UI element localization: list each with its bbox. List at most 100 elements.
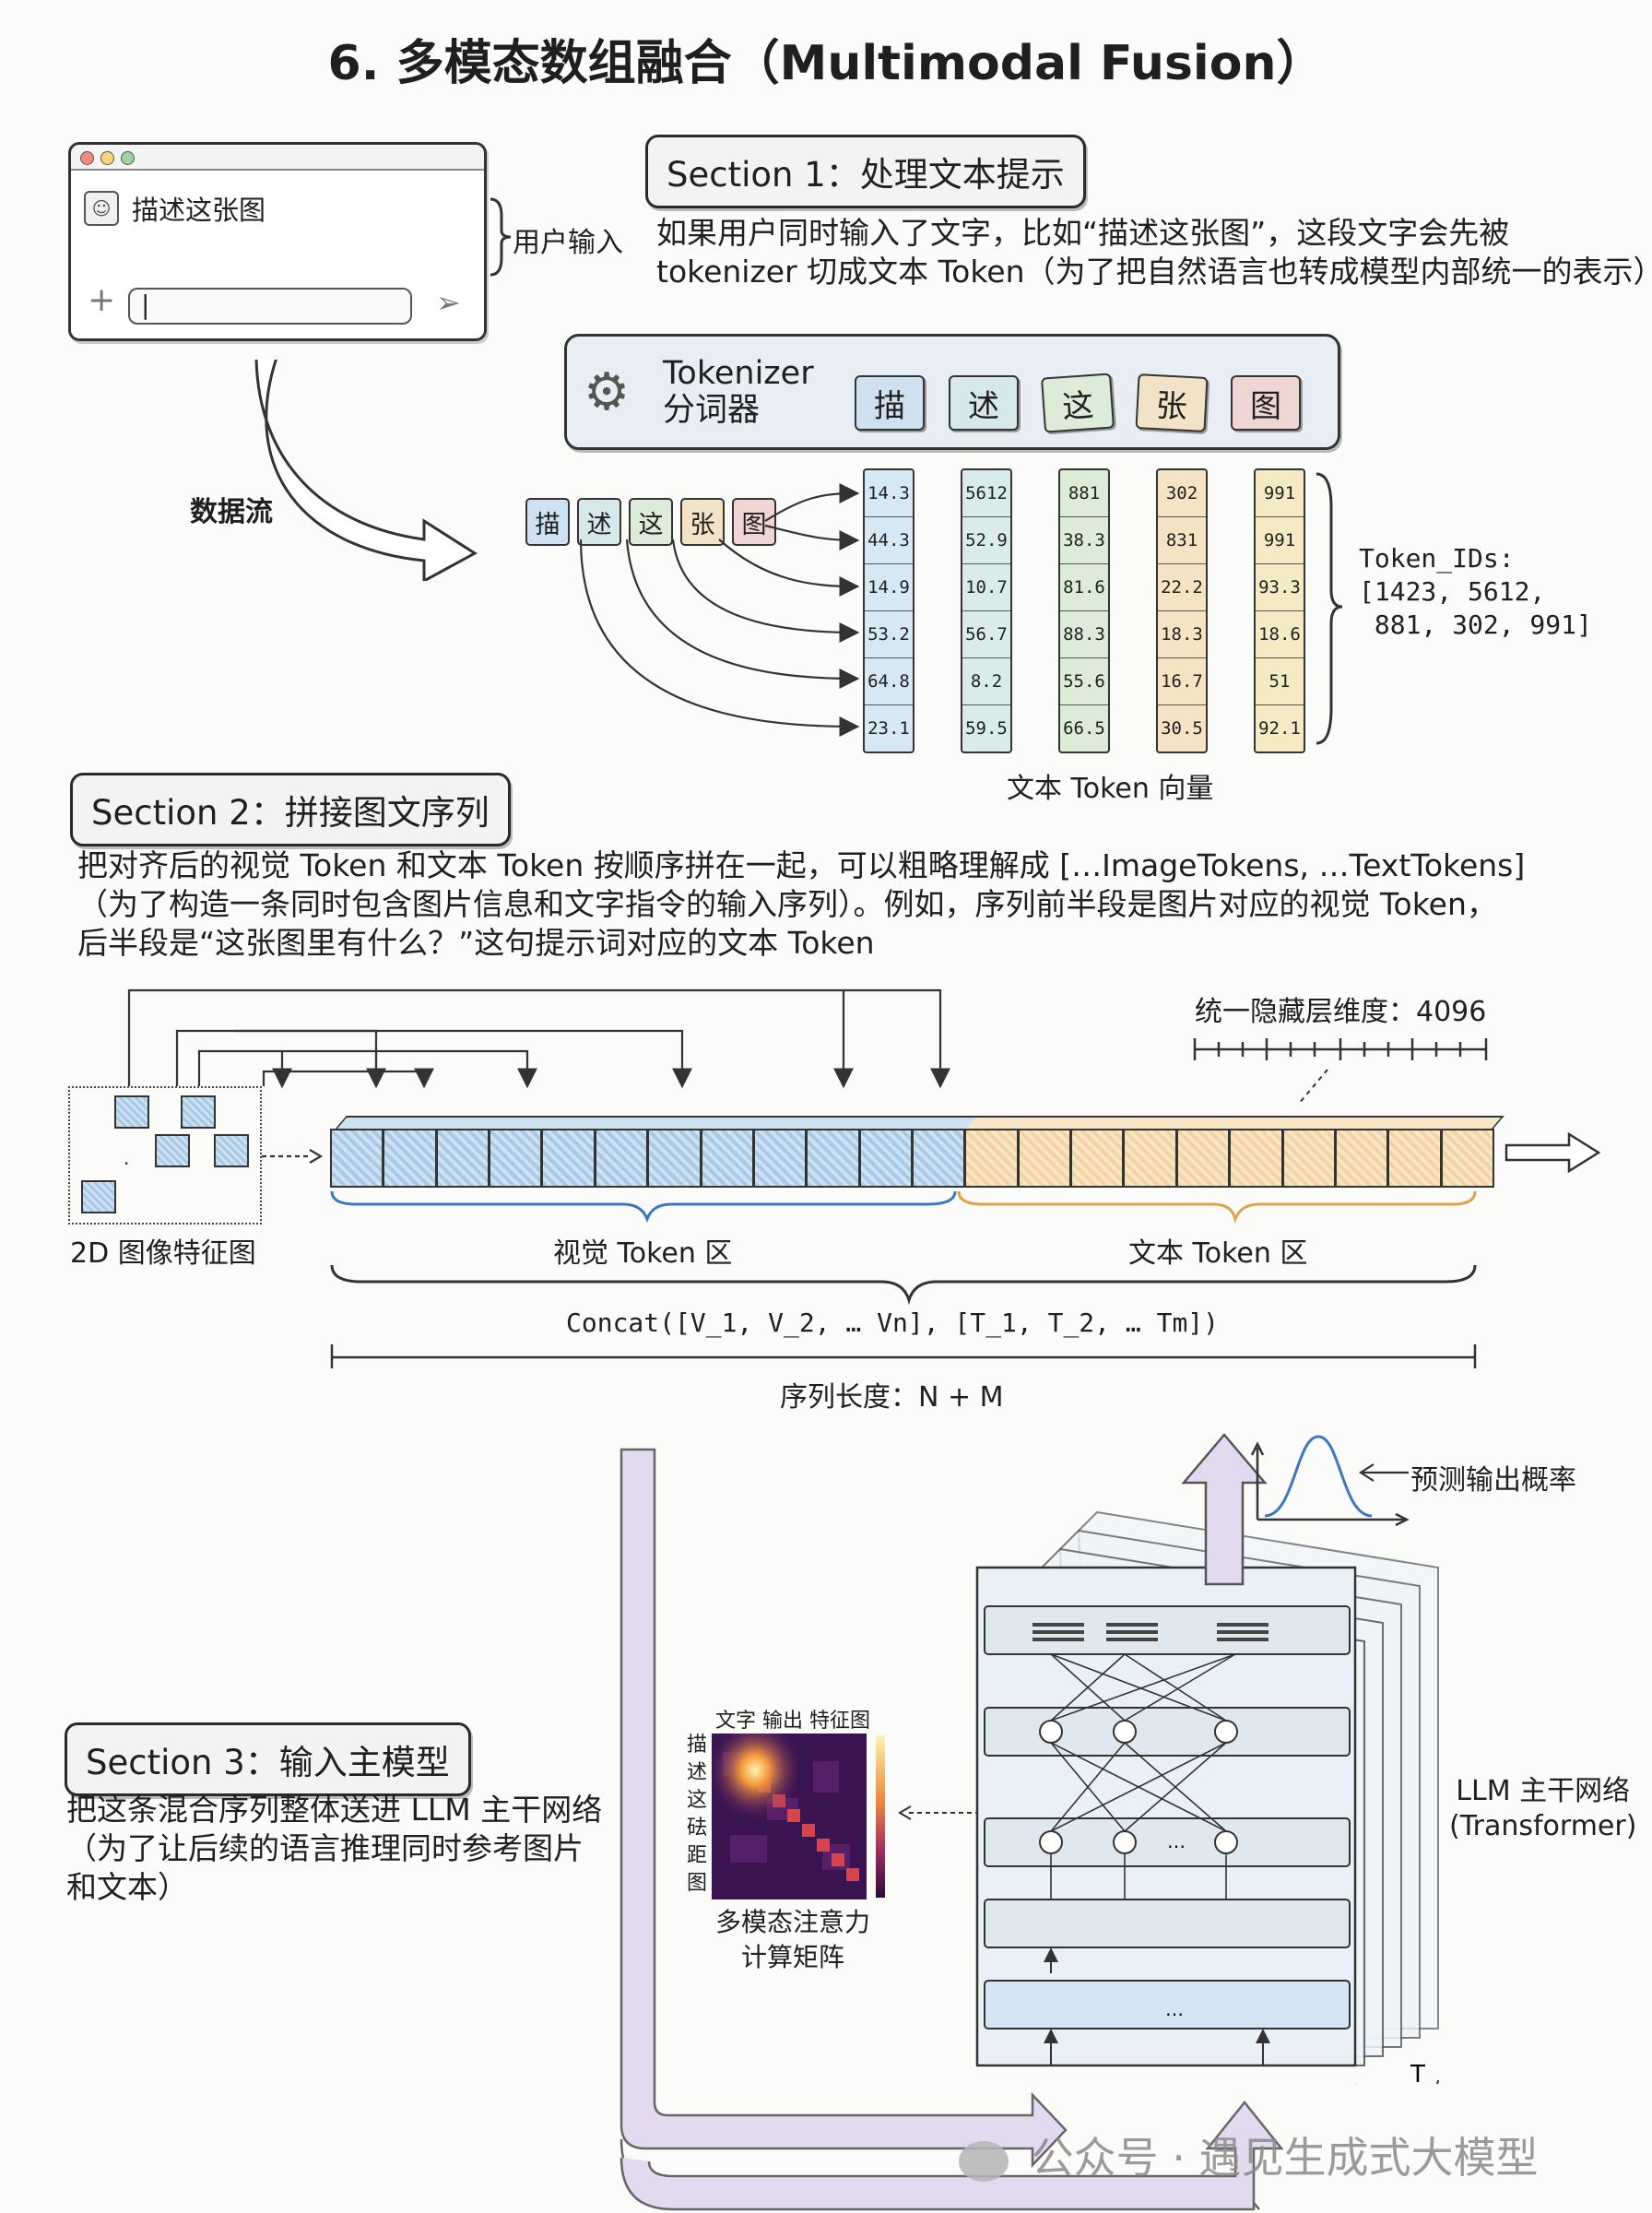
tokenizer-char: 描 xyxy=(855,375,925,431)
close-dot-icon[interactable] xyxy=(80,151,94,165)
transformer-stack: … … T xyxy=(975,1510,1439,2084)
vector-cell: 10.7 xyxy=(962,564,1010,611)
vector-cell: 53.2 xyxy=(865,611,913,658)
sequence-output-arrow xyxy=(1504,1131,1601,1174)
visual-token xyxy=(752,1129,808,1188)
vector-cell: 14.3 xyxy=(865,470,913,517)
feature-patch xyxy=(181,1095,216,1129)
mini-char: 描 xyxy=(525,498,570,546)
token-ids: Token_IDs: [1423, 5612, 881, 302, 991] xyxy=(1359,542,1592,642)
vector-cell: 92.1 xyxy=(1258,718,1301,739)
text-token xyxy=(1123,1129,1177,1188)
section2-header: Section 2：拼接图文序列 xyxy=(70,773,511,846)
section1-desc-line2: tokenizer 切成文本 Token（为了把自然语言也转成模型内部统一的表示… xyxy=(656,254,1652,290)
tokenizer-name-en: Tokenizer xyxy=(663,355,814,392)
page-title: 6. 多模态数组融合（Multimodal Fusion） xyxy=(327,36,1325,91)
ellipsis-icon: · xyxy=(124,1153,130,1175)
visual-token xyxy=(700,1129,754,1188)
output-distribution xyxy=(1181,1433,1410,1586)
text-token xyxy=(1229,1129,1283,1188)
token-ids-line1: [1423, 5612, xyxy=(1359,576,1546,607)
visual-token xyxy=(594,1129,649,1188)
text-token xyxy=(1281,1129,1336,1188)
token-mapping-arrows xyxy=(579,483,860,737)
vector-cell: 38.3 xyxy=(1060,517,1108,564)
text-token xyxy=(1334,1129,1389,1188)
tokenizer-name-zh: 分词器 xyxy=(663,392,761,429)
attention-side-char: 述 xyxy=(686,1761,707,1784)
section3-desc-line1: 把这条混合序列整体送进 LLM 主干网络 xyxy=(66,1792,603,1828)
wechat-logo-icon xyxy=(959,2140,1009,2182)
section3-header: Section 3：输入主模型 xyxy=(65,1722,471,1796)
section2-desc-line1: 把对齐后的视觉 Token 和文本 Token 按顺序拼在一起，可以粗略理解成 … xyxy=(77,847,1526,883)
section1-header: Section 1：处理文本提示 xyxy=(645,135,1086,208)
tokenizer-label: Tokenizer 分词器 xyxy=(663,355,814,429)
vector-cell: 302 xyxy=(1158,470,1206,517)
vector-cell: 991 xyxy=(1256,517,1304,564)
plus-icon[interactable]: + xyxy=(88,281,116,319)
vector-cell: 30.5 xyxy=(1161,718,1203,739)
text-token xyxy=(1440,1129,1494,1188)
token-ids-line2: 881, 302, 991] xyxy=(1359,609,1592,640)
hidden-dim-ruler xyxy=(1193,1038,1488,1106)
token-vector-columns: 14.3 44.3 14.9 53.2 64.8 23.1 5612 52.9 … xyxy=(863,468,1305,753)
attention-side-char: 这 xyxy=(686,1789,707,1812)
text-token xyxy=(1175,1129,1231,1188)
tokenizer-char: 这 xyxy=(1040,373,1115,433)
stack-dots: … xyxy=(1165,1998,1184,2020)
mini-char-row: 描 述 这 张 图 xyxy=(525,498,776,546)
input-cursor: | xyxy=(141,290,150,320)
attention-heatmap xyxy=(712,1734,885,1899)
text-token xyxy=(1017,1129,1072,1188)
send-icon[interactable]: ➢ xyxy=(436,285,461,320)
section2-desc-line3: 后半段是“这张图里有什么？”这句提示词对应的文本 Token xyxy=(77,925,875,961)
vector-cell: 81.6 xyxy=(1060,564,1108,611)
attention-top-label: 文字 输出 特征图 xyxy=(715,1710,870,1733)
section3-desc-line2: （为了让后续的语言推理同时参考图片 xyxy=(66,1830,584,1866)
token-sequence xyxy=(330,1116,1504,1199)
feature-map-arrow xyxy=(262,1149,324,1164)
vector-cell: 18.3 xyxy=(1158,611,1206,658)
visual-zone-label: 视觉 Token 区 xyxy=(553,1237,733,1270)
vector-cell: 8.2 xyxy=(962,658,1010,705)
token-strip-top-face xyxy=(336,1116,1504,1129)
attention-side-labels: 描 述 这 砝 距 图 xyxy=(686,1732,708,1898)
zone-braces xyxy=(330,1190,1477,1225)
attention-side-char: 描 xyxy=(686,1734,707,1757)
minimize-dot-icon[interactable] xyxy=(100,151,114,165)
vector-cell: 5612 xyxy=(962,470,1010,517)
text-token xyxy=(964,1129,1019,1188)
window-titlebar xyxy=(71,145,484,171)
layer-dots: … xyxy=(1167,1830,1186,1852)
vector-cell: 88.3 xyxy=(1060,611,1108,658)
vector-cell: 14.9 xyxy=(865,564,913,611)
token-vector-caption: 文本 Token 向量 xyxy=(1007,773,1214,805)
chat-input[interactable]: | xyxy=(128,288,412,325)
feature-patch xyxy=(155,1134,190,1167)
text-token xyxy=(1387,1129,1442,1188)
feature-patch xyxy=(214,1134,249,1167)
token-vector-column: 14.3 44.3 14.9 53.2 64.8 23.1 xyxy=(863,468,914,753)
vector-cell: 18.6 xyxy=(1256,611,1304,658)
data-flow-label: 数据流 xyxy=(190,496,273,528)
vector-cell: 66.5 xyxy=(1063,718,1105,739)
visual-token xyxy=(647,1129,702,1188)
stack-label: T xyxy=(1410,2061,1425,2084)
token-vector-column: 5612 52.9 10.7 56.7 8.2 59.5 xyxy=(961,468,1012,753)
maximize-dot-icon[interactable] xyxy=(121,151,135,165)
attention-side-char: 砝 xyxy=(686,1817,707,1840)
tokenizer-char: 述 xyxy=(949,375,1019,431)
visual-token xyxy=(858,1129,913,1188)
feature-patch xyxy=(114,1095,149,1129)
section2-desc-line2: （为了构造一条同时包含图片信息和文字指令的输入序列）。例如，序列前半段是图片对应… xyxy=(77,886,1497,922)
attention-caption-line1: 多模态注意力 xyxy=(714,1907,870,1937)
feature-map-label: 2D 图像特征图 xyxy=(70,1237,256,1270)
vector-cell: 64.8 xyxy=(865,658,913,705)
watermark-text: 公众号 · 遇见生成式大模型 xyxy=(1031,2133,1539,2183)
user-input-label: 用户输入 xyxy=(513,227,623,259)
tokenizer-char: 图 xyxy=(1231,375,1301,431)
attention-side-char: 距 xyxy=(686,1844,707,1867)
data-flow-arrow xyxy=(254,360,478,581)
visual-token xyxy=(489,1129,543,1188)
vector-cell: 93.3 xyxy=(1256,564,1304,611)
